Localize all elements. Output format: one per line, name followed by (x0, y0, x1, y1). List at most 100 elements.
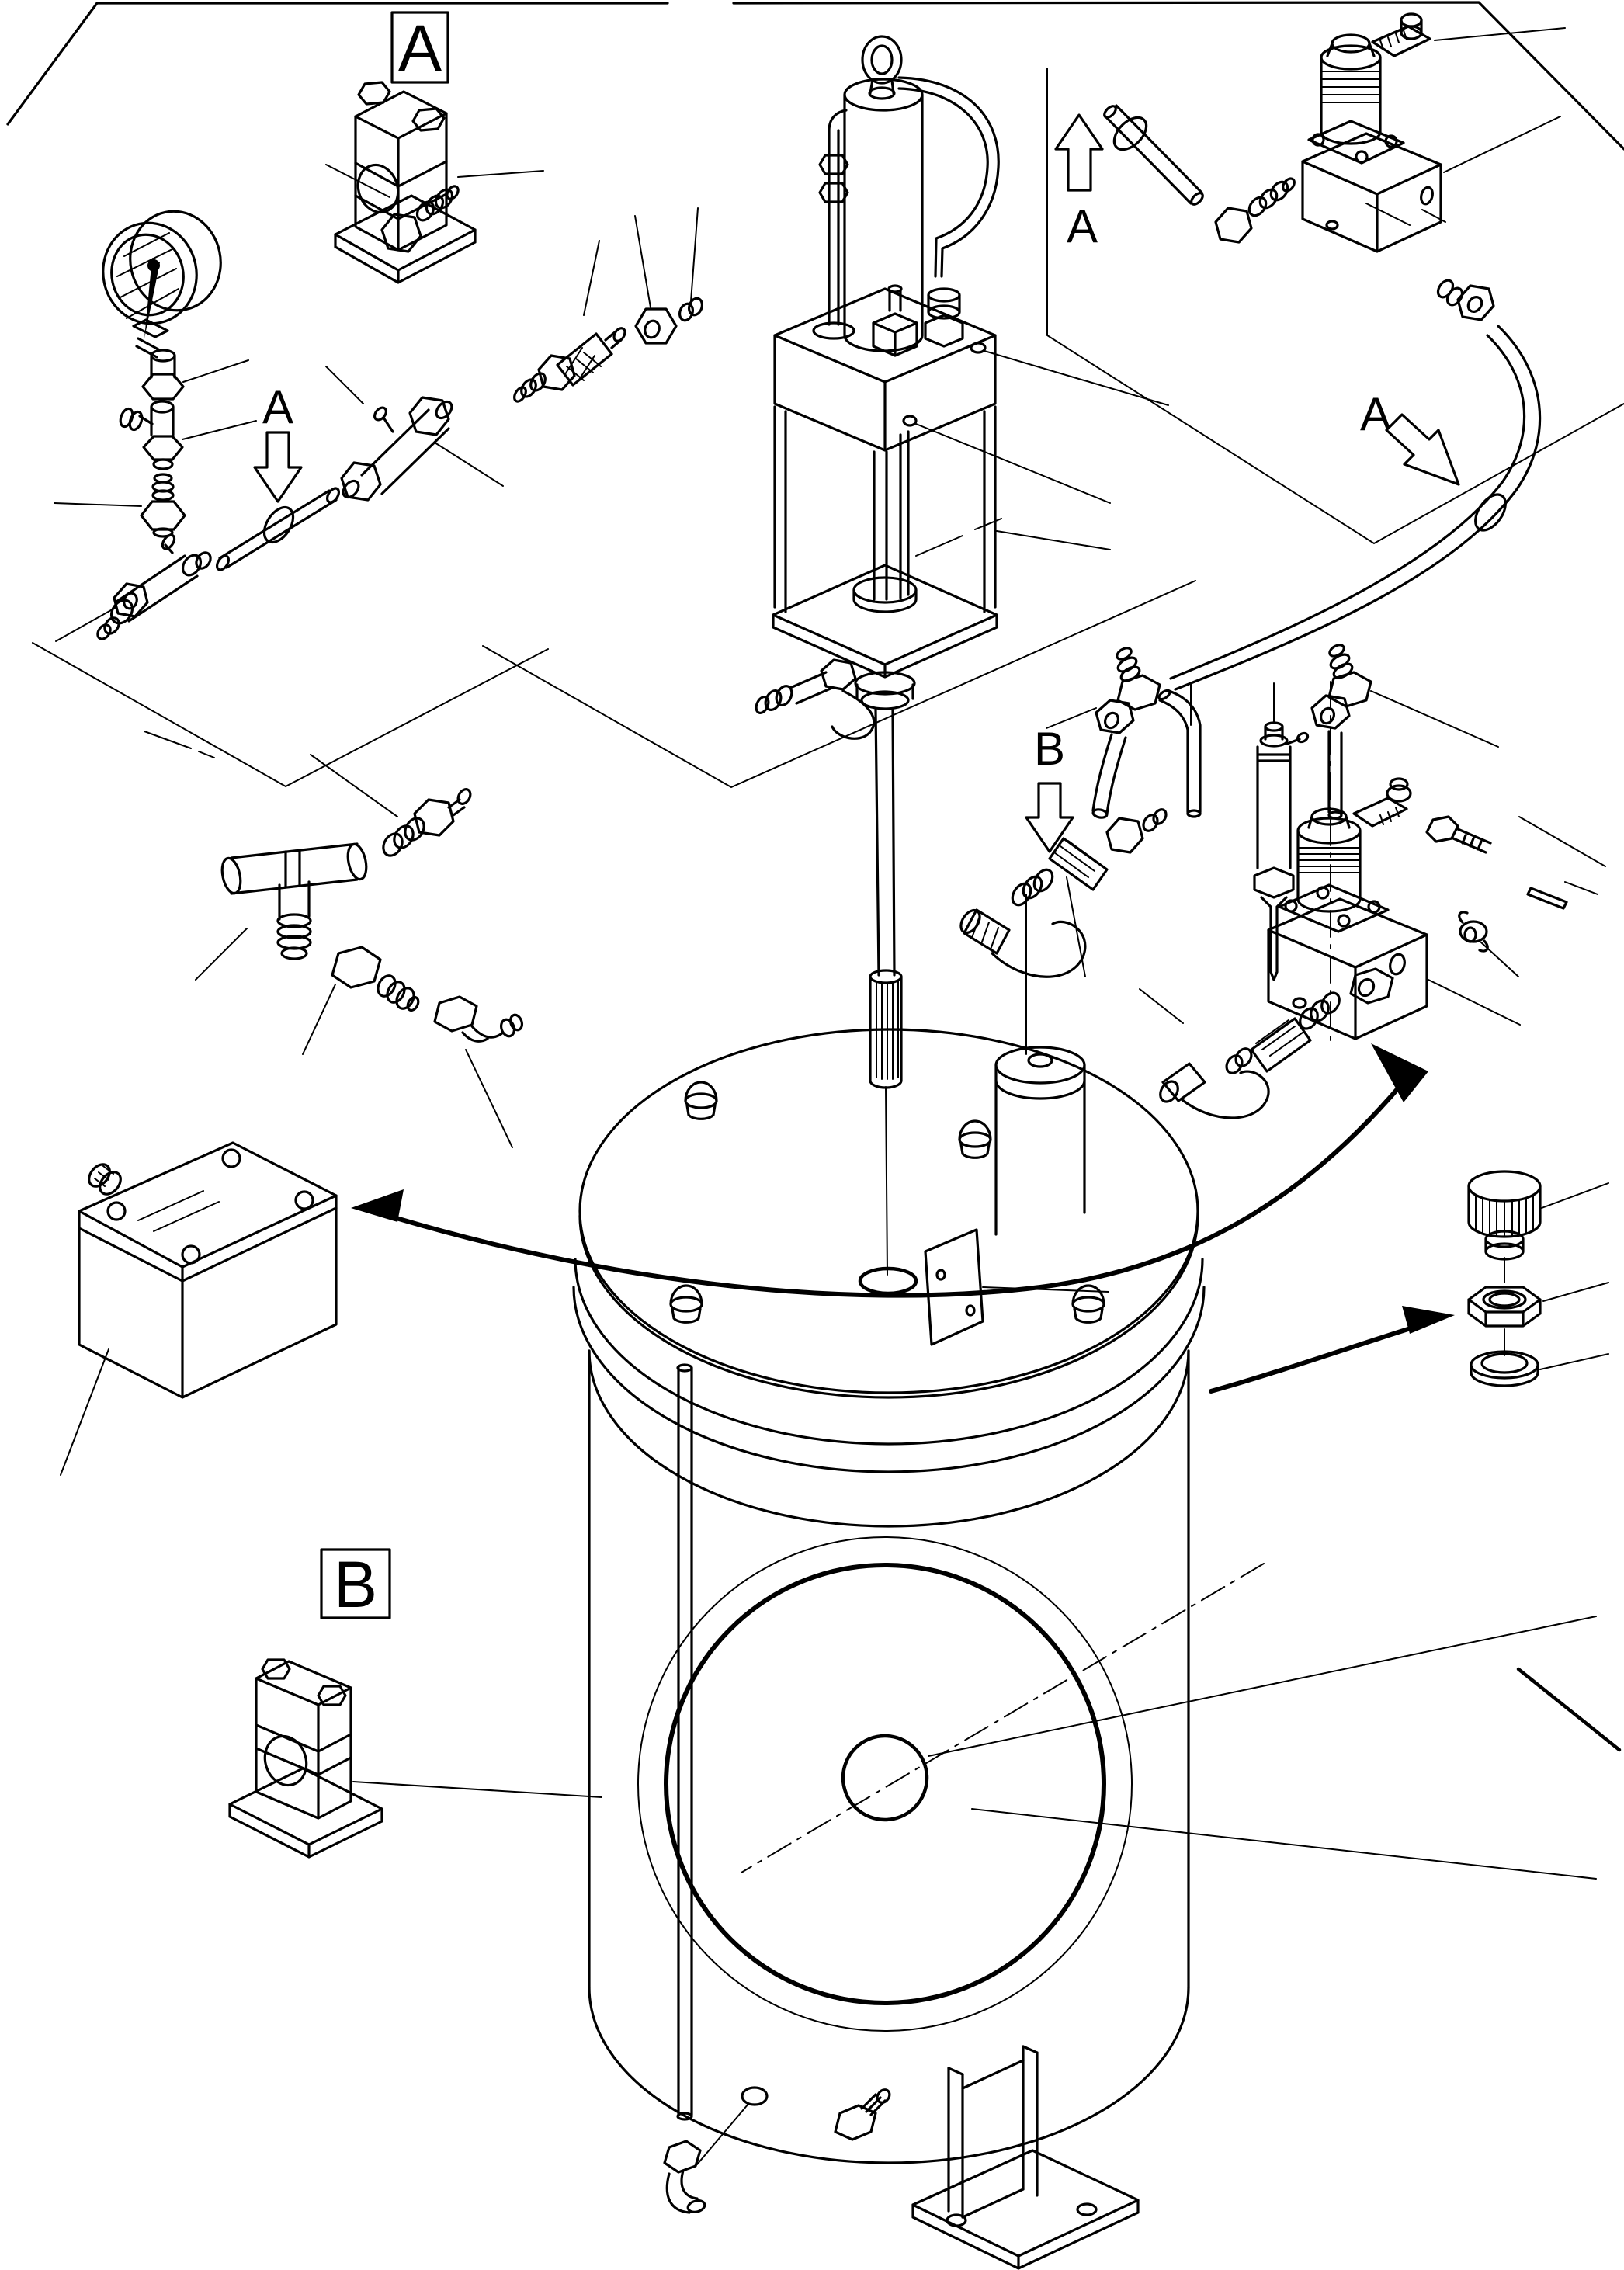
port-hole (970, 342, 987, 354)
arrow-b: B (1025, 723, 1074, 853)
leader-line (1539, 1353, 1609, 1370)
air-hose (897, 76, 1000, 278)
arrow-a-up: A (1054, 113, 1104, 252)
dome-nut (669, 1284, 703, 1324)
piston-rod (873, 450, 888, 601)
coil-dome (1331, 33, 1371, 54)
eye-bolt (861, 35, 903, 100)
pipe-clamp-b (228, 1658, 602, 1859)
swoosh-arrow-2 (1209, 1306, 1455, 1394)
elbow-small (433, 995, 524, 1148)
leader-line-bold (1516, 1667, 1622, 1752)
arrow-a-se: A (1360, 388, 1460, 486)
reducer-fitting (54, 473, 186, 538)
hex-coupling (302, 946, 420, 1055)
port-hole (902, 415, 918, 427)
drain-plug (834, 2088, 891, 2141)
drum (572, 894, 1622, 2270)
tie-rod-cage (772, 405, 1111, 679)
dome-nut (684, 1081, 718, 1120)
clamp-bore (356, 163, 400, 214)
leader-line (1428, 979, 1521, 1026)
leader-line (352, 1781, 602, 1798)
compression-nut-ferrule (634, 207, 704, 345)
piston-disc (852, 576, 918, 604)
coil-connector (1352, 797, 1408, 828)
dome-nut (1071, 1284, 1105, 1324)
detail-b-label: B (334, 1548, 377, 1621)
inlet-tube (1103, 104, 1204, 206)
clamp-bolt-icon (357, 81, 391, 106)
leader-line (60, 1348, 109, 1476)
leader-line (195, 928, 248, 981)
dust-cap-chain (1180, 1070, 1270, 1119)
leader-line (696, 2103, 749, 2165)
gauge-stem (132, 318, 169, 338)
junction-box (60, 1141, 338, 1476)
mounting-bracket (911, 2045, 1140, 2270)
leader-line (1542, 1282, 1609, 1302)
name-plate (924, 1228, 1109, 1346)
solenoid-valve-1 (1103, 12, 1566, 691)
phantom-plate-right (1046, 68, 1624, 545)
phantom-plate-left (32, 642, 549, 788)
outlet-bent-pipe (1169, 325, 1542, 691)
leader-line (182, 420, 257, 440)
drum-rib (572, 1286, 1206, 1473)
interior-center-line (741, 1563, 1265, 1873)
up-arrow-icon (1054, 113, 1104, 192)
elbow-fitting-1 (1046, 647, 1161, 819)
detail-a-box: A (390, 11, 449, 85)
tube-grommet (262, 505, 295, 544)
leader-line (634, 207, 699, 308)
detail-b-box: B (320, 1548, 391, 1621)
plug-fitting (872, 284, 918, 357)
tee-fitting-lower (55, 533, 212, 642)
air-cylinder (843, 78, 924, 352)
air-pump (755, 35, 1169, 1276)
arrow-a-right-label: A (1360, 388, 1391, 440)
se-arrow-icon (1385, 413, 1460, 486)
check-valve-outlet-row (1139, 967, 1394, 1119)
leader-line (457, 170, 544, 178)
pressure-gauge (102, 210, 222, 359)
arrow-a-left: A (253, 381, 303, 503)
leader-line (1066, 876, 1086, 977)
pipe-clamp-a (334, 81, 544, 284)
hex-bolt (1425, 815, 1459, 843)
grease-injector (1253, 682, 1310, 981)
detail-a-label: A (398, 12, 442, 85)
leader-line (1139, 988, 1184, 1024)
drum-rib (574, 1258, 1204, 1446)
clamp-bolt-icon (411, 107, 446, 132)
leader-line (1046, 707, 1097, 729)
hose-coupler-upper (325, 164, 460, 253)
front-pipe (676, 1363, 693, 2121)
clamp-bore (263, 1734, 308, 1787)
grease-coupler-small (755, 658, 876, 740)
clamp-bolt-icon (317, 1685, 347, 1706)
breather-fitting (924, 287, 964, 348)
drum-lid (578, 1028, 1199, 1394)
swoosh-arrow-1 (351, 1043, 1428, 1298)
dust-cap-chain (991, 920, 1087, 978)
arrow-b-label: B (1034, 723, 1065, 775)
pump-head-block (773, 287, 1169, 504)
follower-plate (664, 1563, 1106, 2005)
down-arrow-icon (1025, 782, 1074, 853)
inlet-nut-barb (1214, 177, 1296, 244)
elbow-tube-l (1157, 682, 1202, 818)
outlet-cone-nut (1436, 279, 1495, 321)
check-valve-inline (513, 240, 626, 403)
leader-line (982, 1286, 1109, 1293)
arrow-a-top-right-label: A (1067, 200, 1098, 252)
gauge-dial (110, 233, 185, 317)
suction-tube (869, 708, 903, 1276)
coil-connector (1371, 25, 1431, 57)
lid-center-hole (858, 1266, 918, 1296)
leader-line (1434, 27, 1566, 173)
drum-side-hole (741, 2086, 769, 2106)
pilot-tube (812, 109, 855, 340)
phantom-plate-center (482, 518, 1196, 789)
